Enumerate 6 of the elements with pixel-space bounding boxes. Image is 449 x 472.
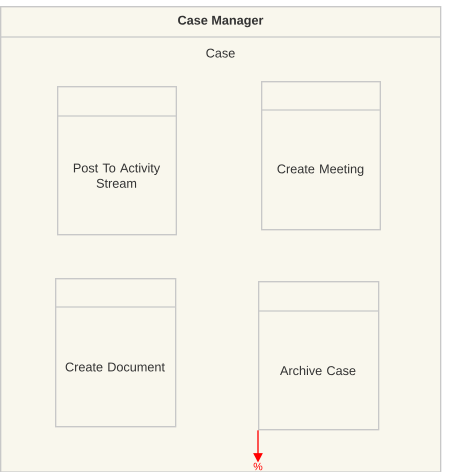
task-box: Create Document <box>55 278 176 428</box>
task-box: Post To Activity Stream <box>57 86 177 236</box>
task-box: Archive Case <box>258 281 380 430</box>
task-box: Create Meeting <box>261 81 381 230</box>
lane-label: Case <box>206 48 235 58</box>
marker-text: % <box>254 462 262 470</box>
